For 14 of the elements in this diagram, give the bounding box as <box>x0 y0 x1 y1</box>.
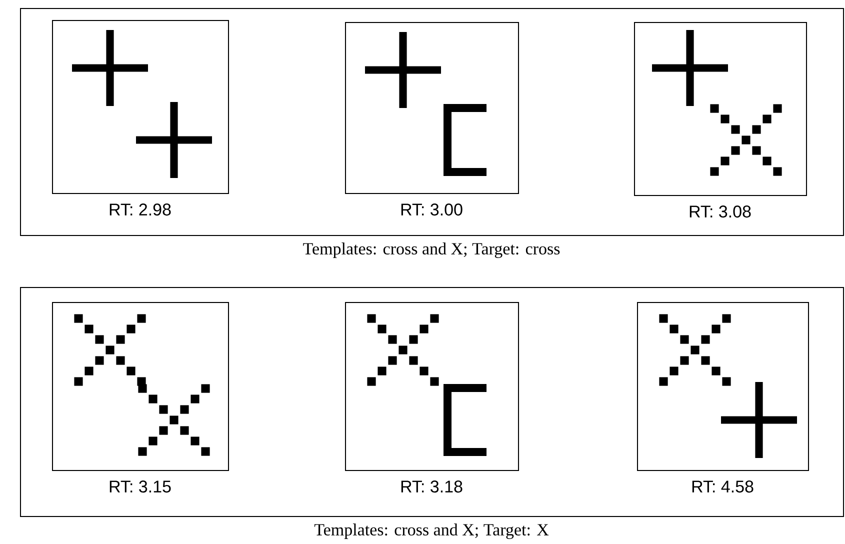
rt-label: RT: 3.18 <box>401 480 462 493</box>
rt-label: RT: 2.98 <box>110 204 171 216</box>
rt-label: RT: 4.58 <box>692 480 754 493</box>
node-label: Templates: cross and X; Target: X <box>314 524 549 540</box>
stimulus-box <box>52 20 229 194</box>
stimulus-box <box>52 302 229 471</box>
stimulus-box <box>345 22 519 194</box>
stimulus-box <box>637 302 809 471</box>
stimulus-box <box>634 22 807 196</box>
rt-label: RT: 3.08 <box>690 206 751 218</box>
node-label: Templates: cross and X; Target: cross <box>303 242 560 258</box>
rt-label: RT: 3.15 <box>110 480 171 493</box>
rt-label: RT: 3.00 <box>401 204 462 216</box>
stimulus-box <box>345 302 519 471</box>
